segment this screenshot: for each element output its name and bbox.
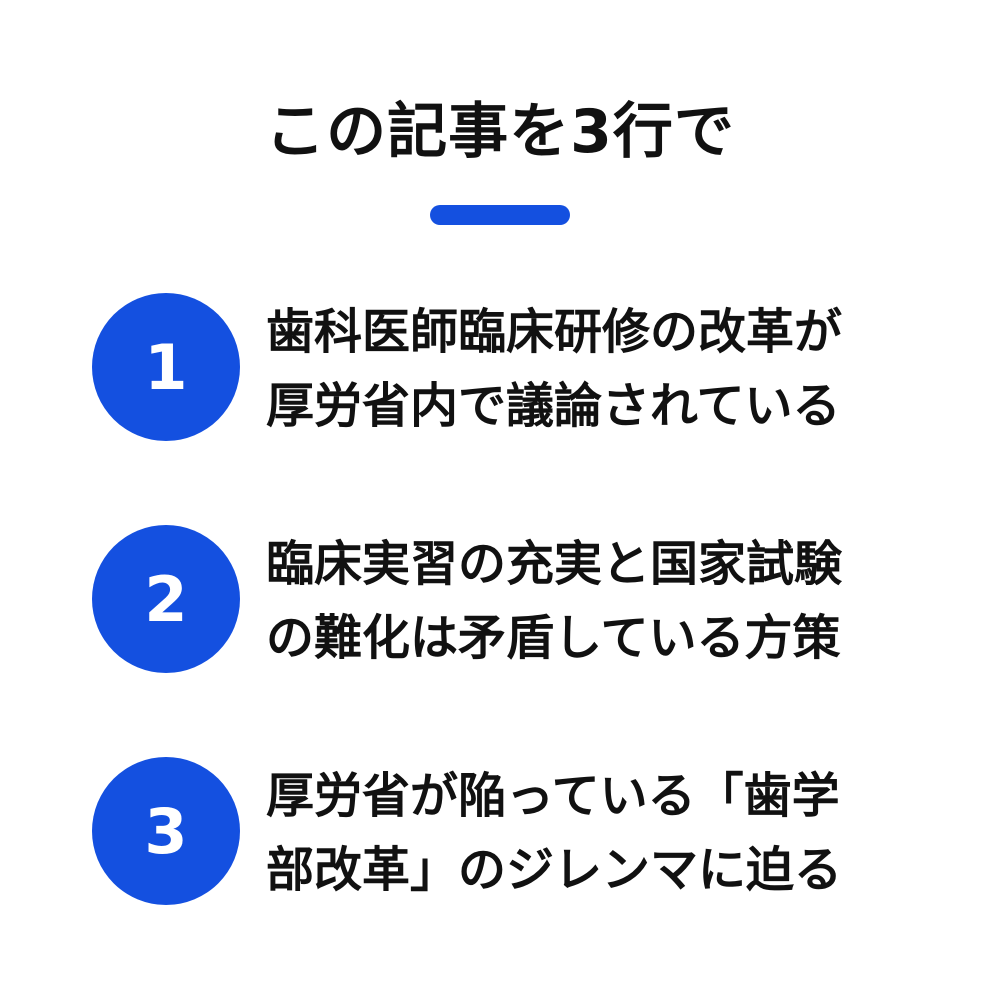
number-badge: 3 (92, 757, 240, 905)
point-line: 歯科医師臨床研修の改革が (266, 304, 843, 360)
point-text: 臨床実習の充実と国家試験 の難化は矛盾している方策 (266, 527, 946, 675)
point-text: 歯科医師臨床研修の改革が 厚労省内で議論されている (266, 295, 946, 443)
point-line: 厚労省が陥っている「歯学 (266, 768, 840, 824)
point-line: 部改革」のジレンマに迫る (266, 842, 843, 898)
point-line: の難化は矛盾している方策 (266, 610, 841, 666)
number-badge: 1 (92, 293, 240, 441)
title-underline (430, 205, 570, 225)
summary-point-1: 1 歯科医師臨床研修の改革が 厚労省内で議論されている (92, 293, 952, 443)
number-badge: 2 (92, 525, 240, 673)
summary-point-3: 3 厚労省が陥っている「歯学 部改革」のジレンマに迫る (92, 757, 952, 907)
point-text: 厚労省が陥っている「歯学 部改革」のジレンマに迫る (266, 759, 946, 907)
point-line: 臨床実習の充実と国家試験 (266, 536, 843, 592)
page-title: この記事を3行で (265, 97, 735, 167)
summary-point-2: 2 臨床実習の充実と国家試験 の難化は矛盾している方策 (92, 525, 952, 675)
point-line: 厚労省内で議論されている (266, 378, 841, 434)
